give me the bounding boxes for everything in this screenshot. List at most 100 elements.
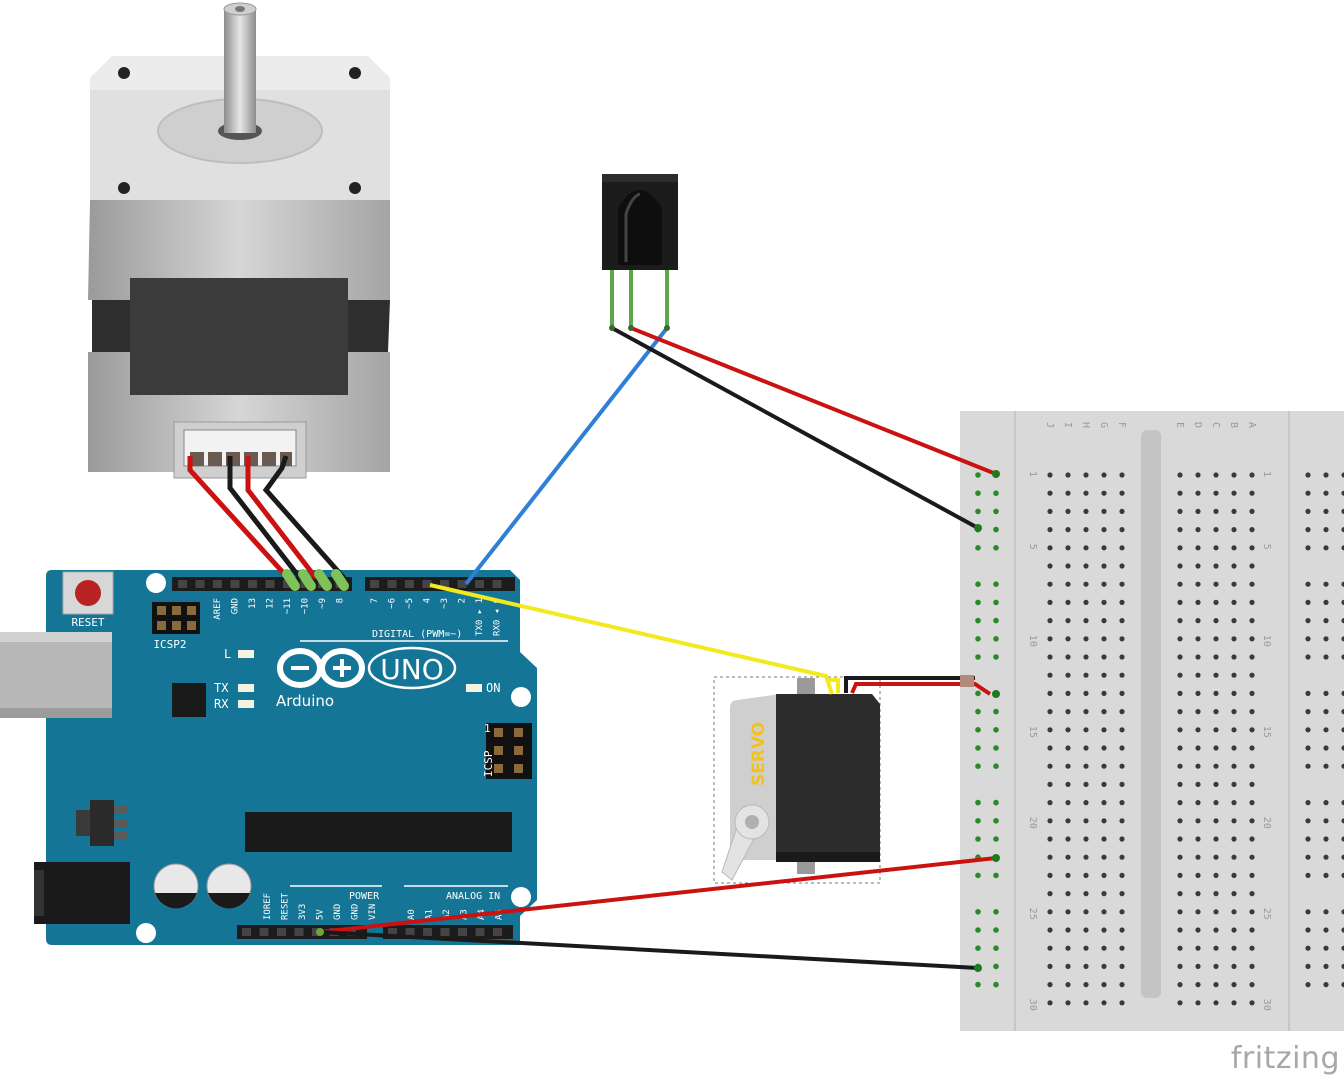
power-rail-hole[interactable] <box>1341 909 1344 915</box>
breadboard-hole[interactable] <box>1231 909 1237 915</box>
breadboard-hole[interactable] <box>1213 709 1219 715</box>
power-rail-hole[interactable] <box>1305 982 1311 988</box>
breadboard-hole[interactable] <box>1177 527 1183 533</box>
breadboard-hole[interactable] <box>1047 836 1053 842</box>
pin-socket[interactable] <box>405 928 415 936</box>
breadboard-hole[interactable] <box>1119 508 1125 514</box>
power-rail-hole[interactable] <box>1323 745 1329 751</box>
breadboard-hole[interactable] <box>1213 763 1219 769</box>
power-rail-hole[interactable] <box>993 763 999 769</box>
breadboard-hole[interactable] <box>1047 563 1053 569</box>
breadboard-hole[interactable] <box>1249 563 1255 569</box>
power-rail-hole[interactable] <box>1341 599 1344 605</box>
pin-socket[interactable] <box>405 580 414 588</box>
pin-socket[interactable] <box>248 580 257 588</box>
breadboard-hole[interactable] <box>1119 781 1125 788</box>
breadboard-hole[interactable] <box>1249 654 1255 660</box>
power-rail-hole[interactable] <box>1323 709 1329 715</box>
power-rail-hole[interactable] <box>1323 945 1329 951</box>
pin-socket[interactable] <box>294 928 304 936</box>
breadboard-hole[interactable] <box>1231 636 1237 642</box>
power-rail-hole[interactable] <box>975 490 981 497</box>
breadboard-hole[interactable] <box>1249 781 1255 788</box>
power-rail-hole[interactable] <box>1341 581 1344 587</box>
breadboard-hole[interactable] <box>1047 1000 1053 1006</box>
breadboard-hole[interactable] <box>1249 1000 1255 1006</box>
breadboard-hole[interactable] <box>1195 527 1201 533</box>
breadboard-hole[interactable] <box>1213 672 1219 678</box>
breadboard-hole[interactable] <box>1213 508 1219 514</box>
breadboard-hole[interactable] <box>1231 618 1237 624</box>
breadboard-hole[interactable] <box>1101 672 1107 678</box>
breadboard-hole[interactable] <box>1119 527 1125 533</box>
breadboard-hole[interactable] <box>1083 945 1089 951</box>
power-rail-hole[interactable] <box>1323 727 1329 733</box>
reset-button-cap[interactable] <box>75 580 101 606</box>
power-rail-hole[interactable] <box>1341 745 1344 751</box>
breadboard-hole[interactable] <box>1231 654 1237 660</box>
power-rail-hole[interactable] <box>993 981 999 988</box>
breadboard-hole[interactable] <box>1119 763 1125 769</box>
breadboard-hole[interactable] <box>1249 963 1255 970</box>
pin-socket[interactable] <box>370 580 379 588</box>
breadboard-hole[interactable] <box>1249 800 1255 806</box>
breadboard-hole[interactable] <box>1177 618 1183 624</box>
breadboard-hole[interactable] <box>1083 854 1089 860</box>
power-rail-hole[interactable] <box>1341 690 1344 696</box>
breadboard-hole[interactable] <box>1101 891 1107 897</box>
breadboard-hole[interactable] <box>1047 818 1053 824</box>
power-rail-hole[interactable] <box>975 763 981 769</box>
power-rail-hole[interactable] <box>1341 636 1344 642</box>
power-rail-hole[interactable] <box>993 963 999 970</box>
power-rail-hole[interactable] <box>993 927 999 933</box>
power-rail-hole[interactable] <box>1341 763 1344 769</box>
breadboard-hole[interactable] <box>1119 854 1125 860</box>
breadboard-hole[interactable] <box>1213 490 1219 496</box>
breadboard-hole[interactable] <box>1177 690 1183 697</box>
breadboard-hole[interactable] <box>1195 709 1201 715</box>
breadboard-hole[interactable] <box>1177 745 1183 751</box>
breadboard-hole[interactable] <box>1249 690 1255 697</box>
power-rail-hole[interactable] <box>975 727 981 733</box>
breadboard-hole[interactable] <box>1083 909 1089 915</box>
breadboard-hole[interactable] <box>1249 872 1255 879</box>
breadboard-hole[interactable] <box>1083 581 1089 587</box>
breadboard-hole[interactable] <box>1195 854 1201 860</box>
breadboard-hole[interactable] <box>1083 472 1089 478</box>
breadboard-hole[interactable] <box>1213 745 1219 751</box>
breadboard-hole[interactable] <box>1195 800 1201 806</box>
power-rail-hole[interactable] <box>1341 472 1344 478</box>
power-rail-hole[interactable] <box>1305 690 1311 697</box>
breadboard-hole[interactable] <box>1047 654 1053 660</box>
breadboard-hole[interactable] <box>1083 490 1089 496</box>
power-rail-hole[interactable] <box>1305 909 1311 915</box>
power-rail-hole[interactable] <box>975 636 981 642</box>
pin-socket[interactable] <box>388 928 397 936</box>
breadboard-hole[interactable] <box>1195 982 1201 988</box>
breadboard-hole[interactable] <box>1119 709 1125 715</box>
power-rail-hole[interactable] <box>1323 909 1329 915</box>
breadboard-hole[interactable] <box>1047 581 1053 587</box>
breadboard-hole[interactable] <box>1119 727 1125 733</box>
power-rail-hole[interactable] <box>1323 927 1329 933</box>
power-rail-hole[interactable] <box>1323 508 1329 514</box>
power-rail-hole[interactable] <box>1323 618 1329 624</box>
breadboard-hole[interactable] <box>1101 818 1107 824</box>
power-rail-hole[interactable] <box>1305 836 1311 842</box>
power-rail-hole[interactable] <box>975 945 981 951</box>
breadboard-hole[interactable] <box>1231 690 1237 697</box>
breadboard-hole[interactable] <box>1213 836 1219 842</box>
breadboard-hole[interactable] <box>1047 854 1053 860</box>
breadboard-hole[interactable] <box>1231 891 1237 897</box>
power-rail-hole[interactable] <box>1341 818 1344 824</box>
breadboard-hole[interactable] <box>1065 472 1071 478</box>
breadboard-hole[interactable] <box>1047 545 1053 551</box>
breadboard-hole[interactable] <box>1101 745 1107 751</box>
breadboard-hole[interactable] <box>1119 982 1125 988</box>
breadboard-hole[interactable] <box>1249 927 1255 933</box>
breadboard-hole[interactable] <box>1065 545 1071 551</box>
pin-socket[interactable] <box>475 580 484 588</box>
breadboard-hole[interactable] <box>1065 854 1071 860</box>
breadboard-hole[interactable] <box>1249 909 1255 915</box>
breadboard-hole[interactable] <box>1249 818 1255 824</box>
